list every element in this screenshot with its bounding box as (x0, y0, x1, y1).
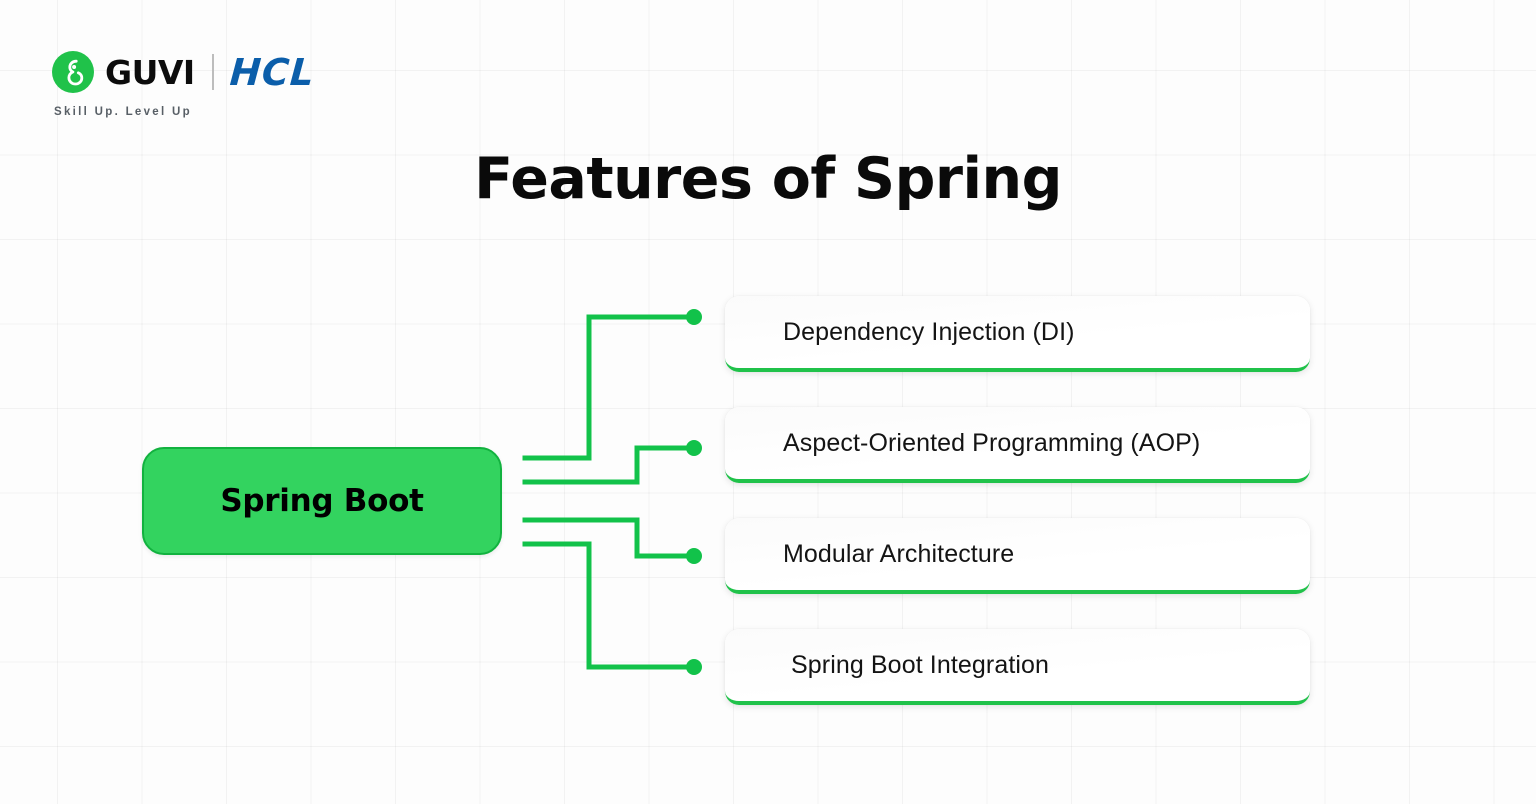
feature-card-modular-architecture[interactable]: Modular Architecture (725, 518, 1310, 594)
brand-lockup: GUVI HCL Skill Up. Level Up (52, 48, 316, 118)
connector-path-1 (522, 314, 691, 461)
connector-path-3 (522, 517, 691, 559)
connector-dot-1 (686, 309, 702, 325)
page-title: Features of Spring (474, 146, 1062, 212)
root-node-spring-boot[interactable]: Spring Boot (142, 447, 502, 555)
guvi-logo-icon (52, 51, 94, 93)
feature-card-dependency-injection[interactable]: Dependency Injection (DI) (725, 296, 1310, 372)
guvi-wordmark: GUVI (105, 52, 195, 92)
connector-dot-2 (686, 440, 702, 456)
feature-card-label: Spring Boot Integration (791, 650, 1050, 679)
feature-card-spring-boot-integration[interactable]: Spring Boot Integration (725, 629, 1310, 705)
brand-tagline: Skill Up. Level Up (54, 106, 192, 118)
connector-path-2 (522, 445, 691, 485)
feature-card-label: Dependency Injection (DI) (783, 317, 1075, 346)
feature-card-label: Aspect-Oriented Programming (AOP) (783, 428, 1201, 457)
connector-dot-4 (686, 659, 702, 675)
feature-card-aspect-oriented-programming[interactable]: Aspect-Oriented Programming (AOP) (725, 407, 1310, 483)
connector-dot-3 (686, 548, 702, 564)
connector-path-4 (522, 541, 691, 670)
brand-row: GUVI HCL (52, 48, 316, 96)
brand-divider (211, 54, 214, 90)
root-node-label: Spring Boot (220, 483, 424, 519)
feature-card-label: Modular Architecture (783, 539, 1015, 568)
